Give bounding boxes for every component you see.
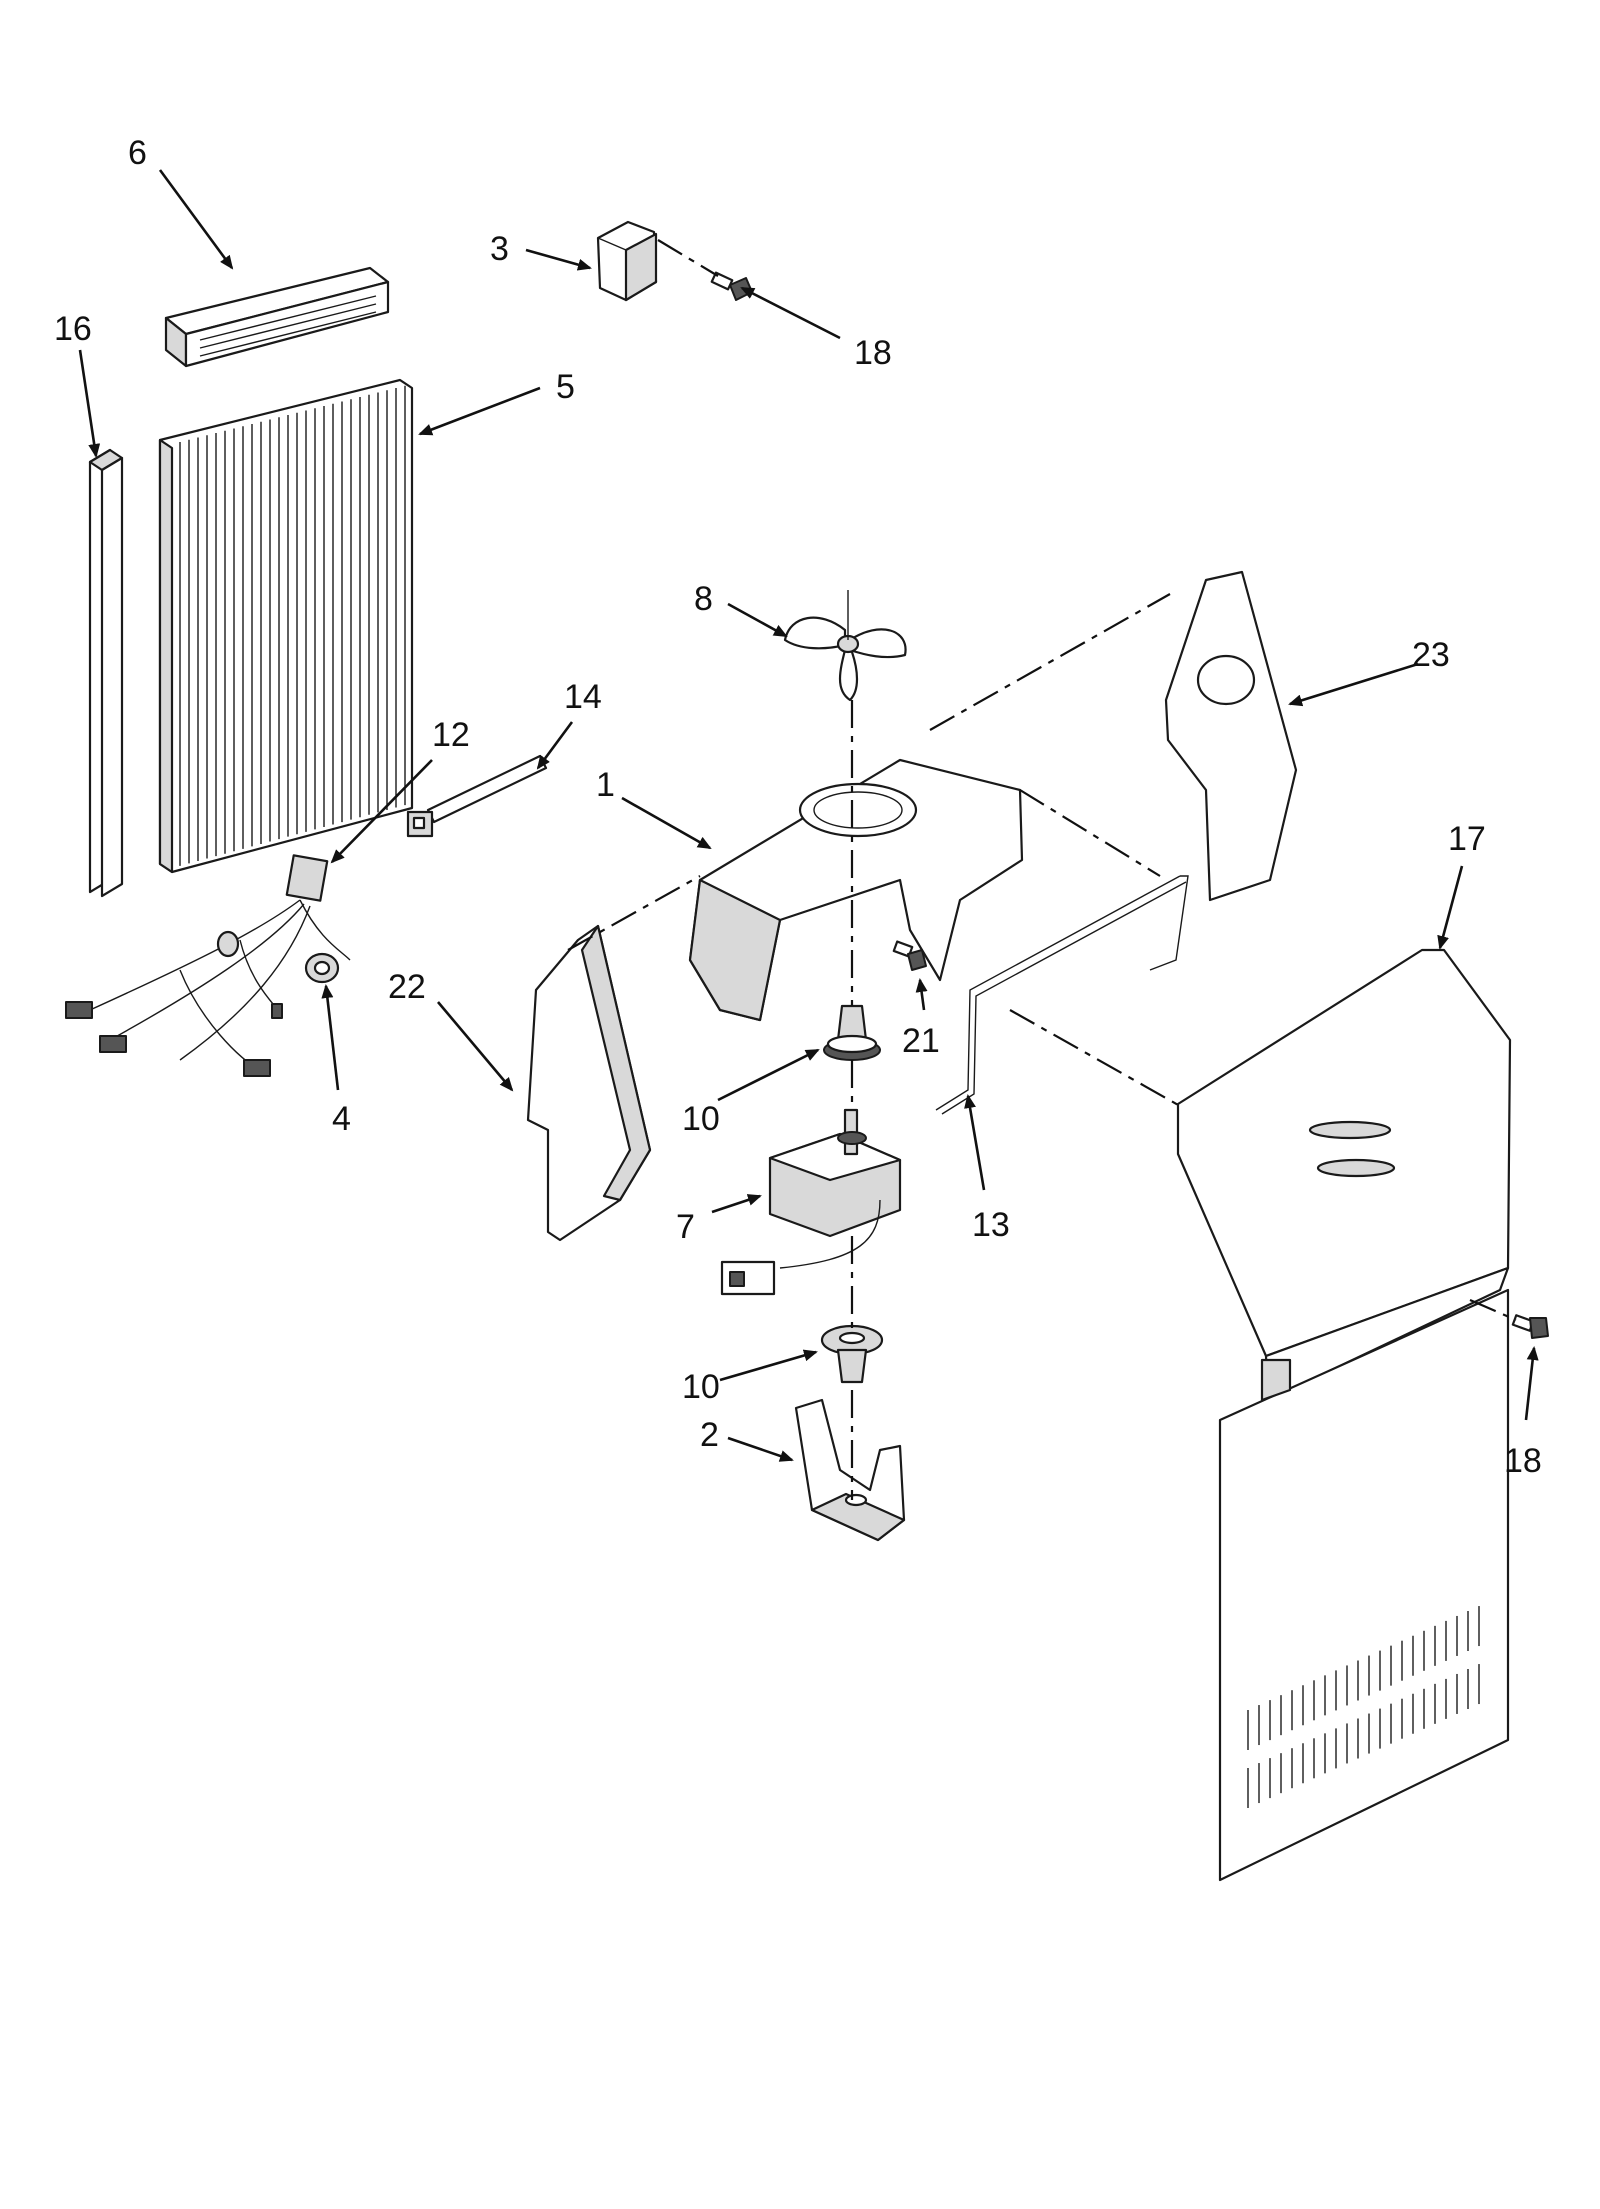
part-18-screw-top (710, 271, 753, 301)
callout-1: 1 (596, 766, 615, 804)
callout-10-lower: 10 (682, 1368, 720, 1406)
part-6-filter-cover (164, 266, 390, 368)
callout-4: 4 (332, 1100, 351, 1138)
part-22-right-panel (1164, 570, 1298, 902)
part-4-grommet (304, 952, 340, 984)
part-13-wire-bracket (935, 875, 1189, 1115)
leader-lines (78, 169, 1539, 1462)
callout-8: 8 (694, 580, 713, 618)
part-21-screw (892, 940, 927, 971)
part-10-grommet-upper (823, 1004, 881, 1061)
callout-14: 14 (564, 678, 602, 716)
callout-5: 5 (556, 368, 575, 406)
callout-23: 22 (388, 968, 426, 1006)
part-10-grommet-lower (820, 1324, 884, 1384)
part-8-fan-blade (783, 590, 907, 702)
part-5-filter-panel (158, 378, 414, 874)
callout-16: 16 (54, 310, 92, 348)
callout-18-top: 18 (854, 334, 892, 372)
alignment-lines (567, 239, 1517, 1500)
callout-10-upper: 10 (682, 1100, 720, 1138)
callout-22: 23 (1412, 636, 1450, 674)
callout-6: 6 (128, 134, 147, 172)
callout-7: 7 (676, 1208, 695, 1246)
part-16-seal-strip (88, 448, 124, 898)
callout-18-bottom: 18 (1504, 1442, 1542, 1480)
part-3-bracket (596, 220, 658, 302)
part-17-back-panel (1176, 948, 1512, 1882)
part-23-left-panel (526, 924, 652, 1242)
part-1-fan-housing (688, 758, 1024, 1022)
callout-17: 17 (1448, 820, 1486, 858)
callout-13: 13 (972, 1206, 1010, 1244)
part-18-screw-bottom (1511, 1314, 1549, 1339)
callout-2: 2 (700, 1416, 719, 1454)
callout-21: 21 (902, 1022, 940, 1060)
callout-12: 12 (432, 716, 470, 754)
part-2-mount-bracket (794, 1398, 906, 1542)
part-14-cable-tie (406, 754, 548, 838)
part-7-motor (720, 1108, 902, 1296)
part-12-wire-harness (65, 854, 351, 1077)
callout-3: 3 (490, 230, 509, 268)
callout-labels: 6 3 18 16 5 8 23 14 12 1 17 22 4 21 10 7… (54, 134, 1542, 1480)
